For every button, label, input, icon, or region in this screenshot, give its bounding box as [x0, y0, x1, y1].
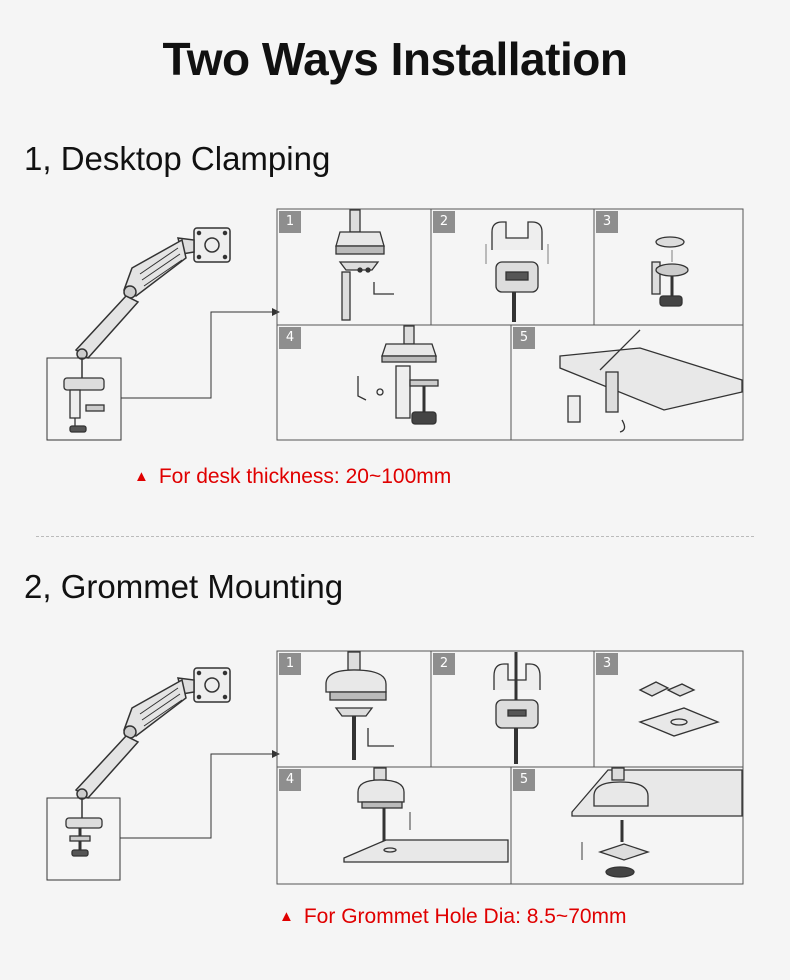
section-heading-grommet-mounting: 2, Grommet Mounting [24, 568, 344, 605]
monitor-arm-illustration-2 [74, 667, 231, 818]
page-title: Two Ways Installation [162, 33, 628, 85]
connector-line-1 [121, 311, 272, 399]
desk-thickness-note: ▲For desk thickness: 20~100mm [134, 465, 452, 488]
grommet-inset-illustration [65, 817, 103, 857]
step1-clamp-drawing [335, 209, 394, 321]
step3-plate-drawing [651, 236, 689, 307]
clamp-inset-frame [46, 357, 122, 441]
step4-grommet-desk-drawing [343, 767, 509, 863]
monitor-arm-illustration-1 [74, 227, 231, 380]
grommet-inset-frame [46, 797, 121, 881]
section-heading-desktop-clamping: 1, Desktop Clamping [24, 140, 331, 177]
step2-grommet-bracket-drawing [493, 652, 541, 764]
steps-grid-1 [276, 208, 744, 441]
step5-desk-mount-drawing [559, 329, 743, 433]
warning-triangle-icon: ▲ [279, 908, 294, 925]
clamp-inset-illustration [63, 377, 105, 433]
step1-grommet-base-drawing [325, 651, 394, 760]
step5-grommet-mount-drawing [571, 767, 743, 878]
steps-grid-2 [276, 650, 744, 885]
grommet-hole-note: ▲For Grommet Hole Dia: 8.5~70mm [279, 905, 627, 928]
section-divider [36, 536, 754, 537]
connector-line-2 [120, 753, 272, 839]
step3-grommet-plate-drawing [638, 681, 720, 737]
warning-triangle-icon: ▲ [134, 468, 149, 485]
step4-clamp-assembly-drawing [357, 325, 439, 425]
step2-bracket-drawing [485, 221, 549, 322]
